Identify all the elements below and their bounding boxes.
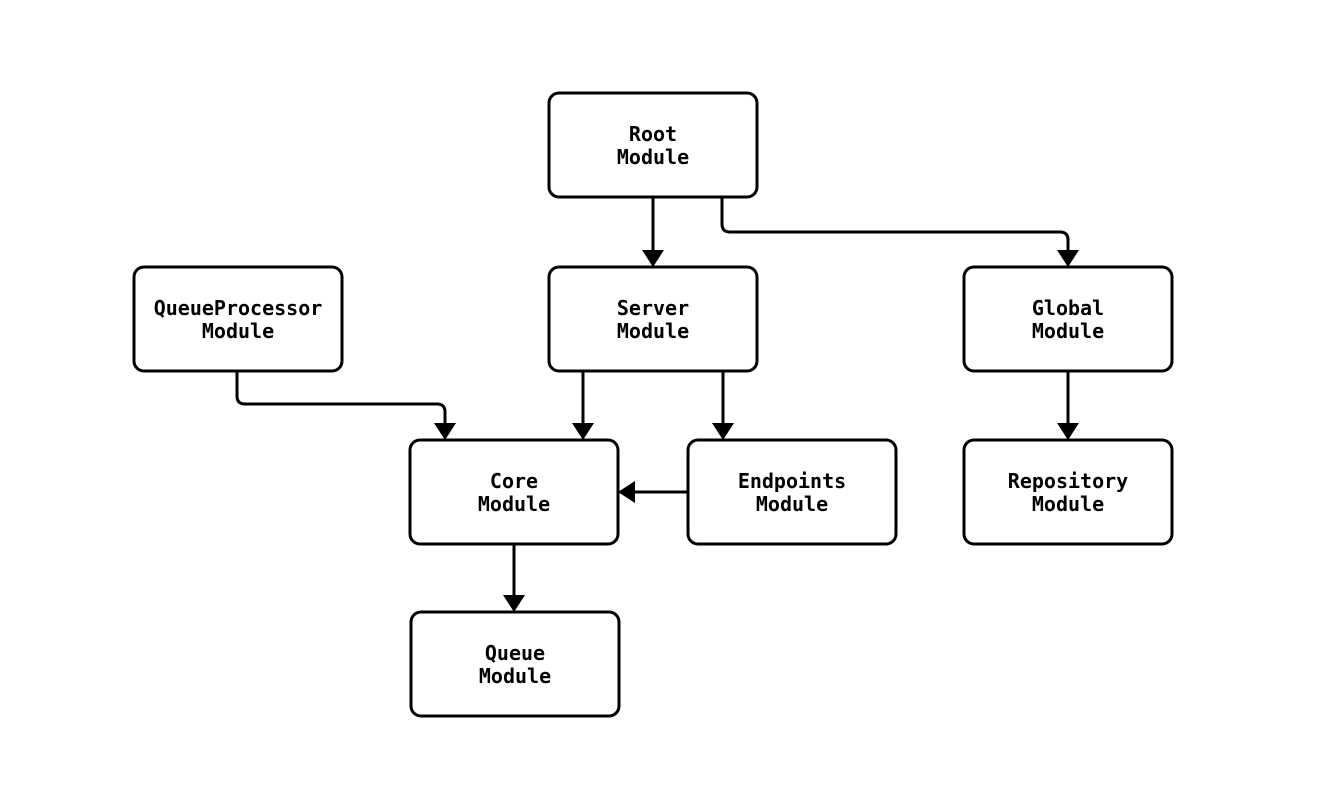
node-box	[962, 265, 1174, 373]
node-box	[547, 91, 759, 199]
node-label-line2: Module	[478, 492, 550, 516]
node-queue-module: Queue Module	[409, 610, 621, 718]
node-label-line2: Module	[1032, 319, 1104, 343]
node-core-module: Core Module	[408, 438, 620, 546]
edge-queueprocessor-to-core	[235, 371, 456, 440]
node-label-line1: Root	[629, 122, 677, 146]
node-box	[547, 265, 759, 373]
node-label-line1: Server	[617, 296, 689, 320]
node-label-line1: Global	[1032, 296, 1104, 320]
node-box	[132, 265, 344, 373]
node-label-line1: Endpoints	[738, 469, 846, 493]
node-queueprocessor-module: QueueProcessor Module	[132, 265, 344, 373]
node-label-line2: Module	[756, 492, 828, 516]
node-label-line2: Module	[617, 145, 689, 169]
node-server-module: Server Module	[547, 265, 759, 373]
node-label-line2: Module	[617, 319, 689, 343]
node-label-line2: Module	[1032, 492, 1104, 516]
node-label-line1: Core	[490, 469, 538, 493]
node-box	[408, 438, 620, 546]
node-label-line1: Queue	[485, 641, 545, 665]
node-label-line1: Repository	[1008, 469, 1128, 493]
node-endpoints-module: Endpoints Module	[686, 438, 898, 546]
node-global-module: Global Module	[962, 265, 1174, 373]
node-box	[962, 438, 1174, 546]
node-box	[409, 610, 621, 718]
edge-root-to-global	[720, 197, 1079, 267]
node-label-line1: QueueProcessor	[154, 296, 323, 320]
node-label-line2: Module	[202, 319, 274, 343]
node-label-line2: Module	[479, 664, 551, 688]
node-repository-module: Repository Module	[962, 438, 1174, 546]
node-box	[686, 438, 898, 546]
node-root-module: Root Module	[547, 91, 759, 199]
